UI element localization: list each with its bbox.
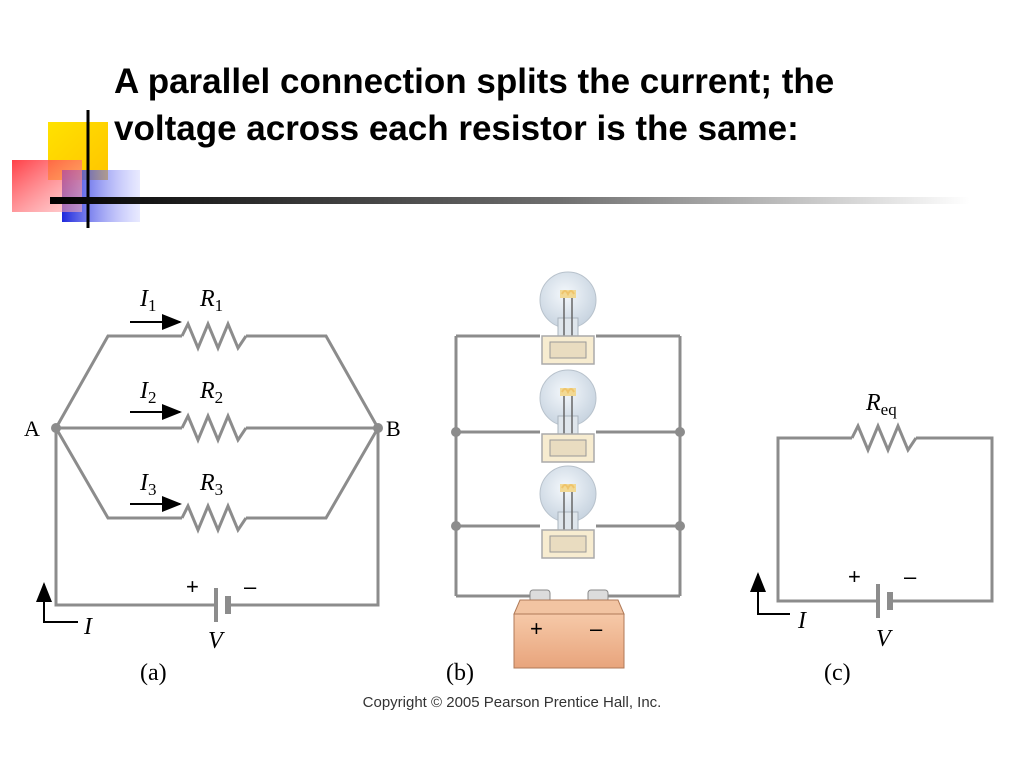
branch-2-resistor-label: R2: [199, 378, 223, 407]
diagram-a: [54, 320, 380, 607]
branch-2-resistor: [180, 412, 248, 444]
c-wire-left: [776, 436, 876, 603]
diagram-c: [776, 422, 994, 603]
total-current-arrow-a: [36, 582, 78, 623]
battery-label-a: V: [208, 628, 225, 654]
battery-minus-a: –: [244, 574, 257, 599]
c-resistor: [850, 422, 918, 454]
bulb-1: [539, 271, 597, 365]
battery-plus-b: +: [530, 616, 543, 641]
junction-right-2: [675, 427, 685, 437]
total-current-label-c: I: [797, 608, 807, 634]
branch-1-wire-right: [246, 334, 380, 429]
branch-1-resistor-label: R1: [199, 286, 223, 315]
caption-c: (c): [824, 660, 851, 686]
battery-plus-a: +: [186, 574, 199, 599]
branch-1-resistor: [180, 320, 248, 352]
branch-1-wire: [54, 334, 182, 429]
total-current-label-a: I: [83, 614, 93, 640]
outer-loop-left: [54, 428, 214, 607]
branch-3-wire-right: [246, 427, 380, 520]
diagram-b-wires: [454, 334, 682, 598]
branch-2-current-label: I2: [139, 378, 157, 407]
diagram-c-battery: [876, 584, 893, 618]
slide-title: A parallel connection splits the current…: [114, 58, 994, 152]
caption-b: (b): [446, 660, 474, 686]
bulb-3: [539, 465, 597, 559]
bulb-2: [539, 369, 597, 463]
caption-a: (a): [140, 660, 167, 686]
total-current-arrow-c: [750, 572, 790, 615]
branch-1-current-label: I1: [139, 286, 157, 315]
branch-3-wire: [54, 427, 182, 520]
battery-label-c: V: [876, 626, 893, 652]
title-line-1: A parallel connection splits the current…: [114, 62, 835, 101]
c-wire-right: [890, 436, 994, 603]
branch-3-resistor-label: R3: [199, 470, 223, 499]
node-b-label: B: [386, 416, 401, 441]
equivalent-resistor-label: Req: [865, 390, 897, 419]
branch-3-resistor: [180, 502, 248, 534]
junction-left-3: [451, 521, 461, 531]
outer-loop-right: [230, 428, 380, 607]
battery-minus-c: –: [904, 564, 917, 589]
junction-right-3: [675, 521, 685, 531]
battery-b: [513, 589, 625, 669]
diagram-a-battery: [214, 588, 231, 622]
node-a-dot: [51, 423, 61, 433]
battery-minus-b: –: [590, 616, 603, 641]
battery-plus-c: +: [848, 564, 861, 589]
branch-3-current-label: I3: [139, 470, 157, 499]
copyright-notice: Copyright © 2005 Pearson Prentice Hall, …: [362, 694, 662, 711]
junction-left-2: [451, 427, 461, 437]
node-b-dot: [373, 423, 383, 433]
title-line-2: voltage across each resistor is the same…: [114, 109, 799, 148]
node-a-label: A: [24, 416, 40, 441]
